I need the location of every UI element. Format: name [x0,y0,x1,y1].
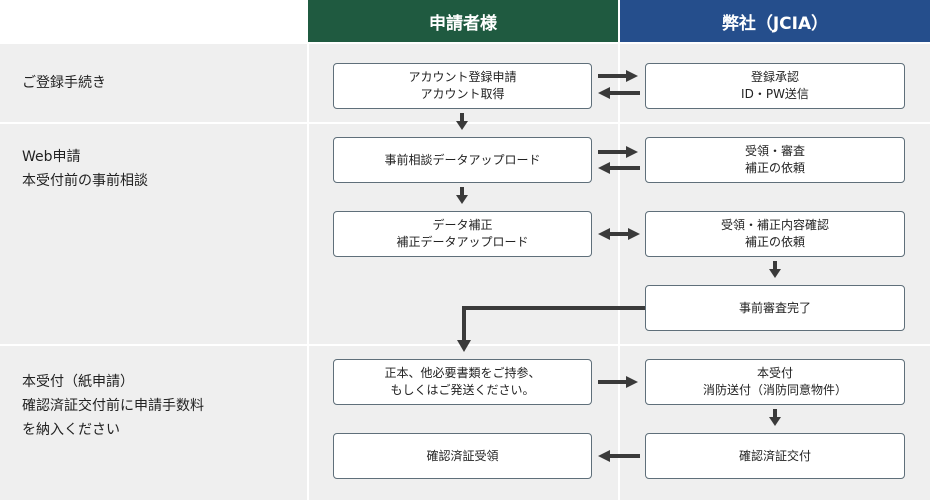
applicant-column-header: 申請者様 [308,0,618,42]
arrow-right-icon [598,146,638,158]
stage-label-main-acceptance: 本受付（紙申請） 確認済証交付前に申請手数料 を納入ください [22,374,204,438]
account-apply-box: アカウント登録申請 アカウント取得 [333,63,592,109]
review-complete-box: 事前審査完了 [645,285,905,331]
arrow-right-icon [598,376,638,388]
receipt-correction-box: 受領・補正内容確認 補正の依頼 [645,211,905,257]
main-accept-box: 本受付 消防送付（消防同意物件） [645,359,905,405]
arrow-left-icon [598,87,640,99]
arrow-elbow-icon [457,306,645,352]
arrow-down-icon [769,409,781,426]
column-divider-right [618,42,620,500]
stage-label-registration: ご登録手続き [22,75,106,91]
arrow-left-icon [598,450,640,462]
receipt-review-box: 受領・審査 補正の依頼 [645,137,905,183]
approval-box: 登録承認 ID・PW送信 [645,63,905,109]
column-divider-left [307,42,309,500]
arrow-down-icon [456,113,468,130]
arrow-bidirectional-icon [598,228,640,240]
arrow-down-icon [456,187,468,204]
jcia-column-header: 弊社（JCIA） [620,0,930,42]
arrow-right-icon [598,70,638,82]
cert-receive-box: 確認済証受領 [333,433,592,479]
consult-upload-box: 事前相談データアップロード [333,137,592,183]
correction-upload-box: データ補正 補正データアップロード [333,211,592,257]
arrow-left-icon [598,162,640,174]
cert-issue-box: 確認済証交付 [645,433,905,479]
arrow-down-icon [769,261,781,278]
submit-docs-box: 正本、他必要書類をご持参、 もしくはご発送ください。 [333,359,592,405]
stage-label-web-consult: Web申請 本受付前の事前相談 [22,149,148,189]
